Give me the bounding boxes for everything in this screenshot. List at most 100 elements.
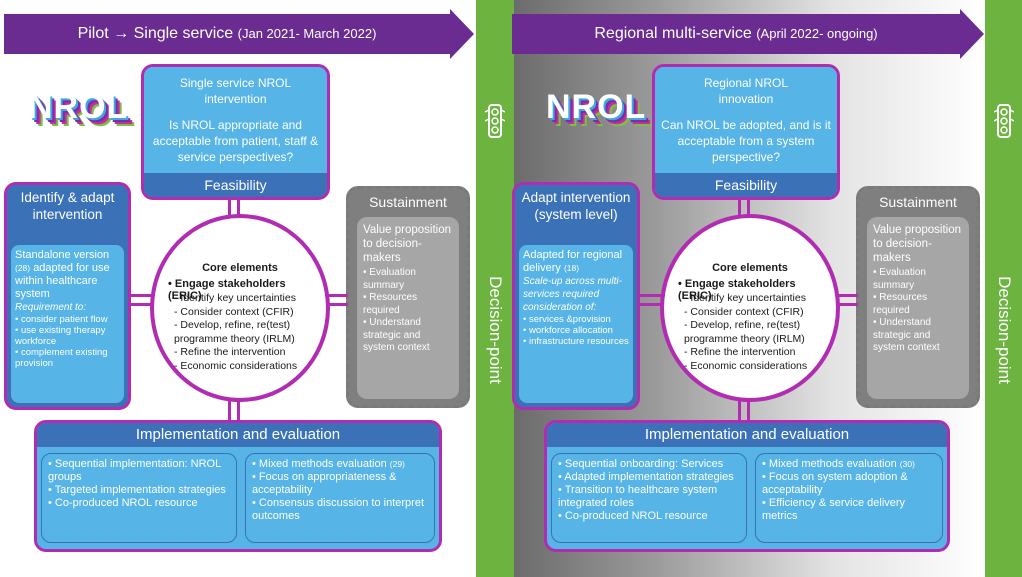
box-title: Implementation and evaluation [37,423,439,447]
list-item: Resources required [873,292,963,317]
connector [324,294,348,306]
reference: (29) [389,459,405,469]
box-title: Single service NROL [179,76,292,90]
list-item: Transition to healthcare system integrat… [558,484,740,510]
list-item: Identify key uncertainties [174,292,320,306]
traffic-light-icon [485,104,505,138]
connector [738,400,750,422]
list-item: Efficiency & service delivery metrics [762,497,936,523]
body-text: Standalone version [15,249,110,261]
feasibility-question: Is NROL appropriate and acceptable from … [152,118,319,164]
requirement-label: Scale-up across multi-services required … [523,276,622,313]
evaluation-column: Mixed methods evaluation (30) Focus on s… [755,453,943,543]
box-title: Implementation and evaluation [547,423,947,447]
phase-label: Regional multi-service [594,25,752,42]
list-item: Resources required [363,292,453,317]
item-text: Mixed methods evaluation [258,458,387,470]
core-elements-list: Identify key uncertainties Consider cont… [174,292,320,373]
sustainment-intro: Value proposition to decision-makers [363,224,452,264]
consideration-list: services &provision workforce allocation… [523,314,629,347]
list-item: services &provision [523,314,629,325]
traffic-light-icon [994,104,1014,138]
implementation-column: Sequential implementation: NROL groups T… [41,453,237,543]
box-title: Sustainment [879,194,957,210]
reference: (28) [15,263,31,273]
sustainment-box: Sustainment Value proposition to decisio… [856,186,980,408]
list-item: Consensus discussion to interpret outcom… [252,497,428,523]
implementation-box: Implementation and evaluation Sequential… [34,420,442,552]
connector [228,400,240,422]
sustainment-list: Evaluation summary Resources required Un… [363,267,453,355]
connector [738,198,750,220]
list-item: Evaluation summary [363,267,453,292]
core-elements-circle: Core elements • Engage stakeholders (ERI… [660,214,840,402]
adapt-intervention-box: Adapt intervention (system level) Adapte… [512,182,640,410]
decision-point-bar-right: Decision-point [985,0,1022,577]
requirement-label: Requirement to: [15,302,87,313]
box-title: Regional NROL [703,76,789,90]
list-item: Targeted implementation strategies [48,484,230,497]
core-elements-circle: Core elements • Engage stakeholders (ERI… [150,214,330,402]
list-item: Understand strategic and system context [873,317,963,355]
sustainment-list: Evaluation summary Resources required Un… [873,267,963,355]
implementation-box: Implementation and evaluation Sequential… [544,420,950,552]
list-item: Focus on appropriateness & acceptability [252,471,428,497]
list-item: Develop, refine, re(test) programme theo… [684,319,830,346]
phase-arrow-pilot: Pilot → Single service (Jan 2021- March … [4,9,474,59]
body-text: Adapted for regional delivery [523,249,623,274]
decision-point-label: Decision-point [486,276,505,384]
list-item: complement existing provision [15,347,120,369]
list-item: Refine the intervention [684,346,830,360]
list-item: infrastructure resources [523,336,629,347]
identify-adapt-box: Identify & adapt intervention Standalone… [4,182,131,410]
core-elements-list: Identify key uncertainties Consider cont… [684,292,830,373]
list-item: Mixed methods evaluation (30) [762,458,936,471]
list-item: Evaluation summary [873,267,963,292]
list-item: consider patient flow [15,314,120,325]
list-item: Consider context (CFIR) [684,306,830,320]
phase-dates: (Jan 2021- March 2022) [237,26,377,41]
list-item: workforce allocation [523,325,629,336]
box-title: Sustainment [369,194,447,210]
list-item: Identify key uncertainties [684,292,830,306]
sustainment-intro: Value proposition to decision-makers [873,224,962,264]
evaluation-column: Mixed methods evaluation (29) Focus on a… [245,453,435,543]
list-item: Focus on system adoption & acceptability [762,471,936,497]
reference: (30) [899,459,915,469]
list-item: Understand strategic and system context [363,317,453,355]
feasibility-box: Regional NROL innovation Can NROL be ado… [652,64,840,200]
box-title: Identify & adapt intervention [7,185,128,243]
list-item: Co-produced NROL resource [48,497,230,510]
connector [638,294,668,306]
feasibility-box: Single service NROL intervention Is NROL… [141,64,330,200]
decision-point-bar-left: Decision-point [476,0,514,577]
reference: (18) [563,263,580,273]
implementation-column: Sequential onboarding: Services Adapted … [551,453,747,543]
list-item: Sequential implementation: NROL groups [48,458,230,484]
list-item: Develop, refine, re(test) programme theo… [174,319,320,346]
phase-label: Pilot → Single service [77,25,234,42]
list-item: Adapted implementation strategies [558,471,740,484]
feasibility-label: Feasibility [655,173,837,197]
box-title: intervention [204,92,267,106]
decision-point-label: Decision-point [994,276,1014,384]
box-title: innovation [718,92,774,106]
list-item: Sequential onboarding: Services [558,458,740,471]
list-item: Consider context (CFIR) [174,306,320,320]
body-text: adapted for use within healthcare system [15,262,110,300]
core-elements-title: Core elements [712,262,788,274]
connector [832,294,858,306]
list-item: use existing therapy workforce [15,325,120,347]
connector [228,198,240,220]
core-elements-title: Core elements [202,262,278,274]
connector [129,294,159,306]
item-text: Mixed methods evaluation [768,458,897,470]
list-item: Refine the intervention [174,346,320,360]
list-item: Co-produced NROL resource [558,510,740,523]
feasibility-label: Feasibility [144,173,327,197]
list-item: Economic considerations [174,360,320,374]
list-item: Economic considerations [684,360,830,374]
list-item: Mixed methods evaluation (29) [252,458,428,471]
requirement-list: consider patient flow use existing thera… [15,314,120,369]
phase-dates: (April 2022- ongoing) [756,26,878,41]
